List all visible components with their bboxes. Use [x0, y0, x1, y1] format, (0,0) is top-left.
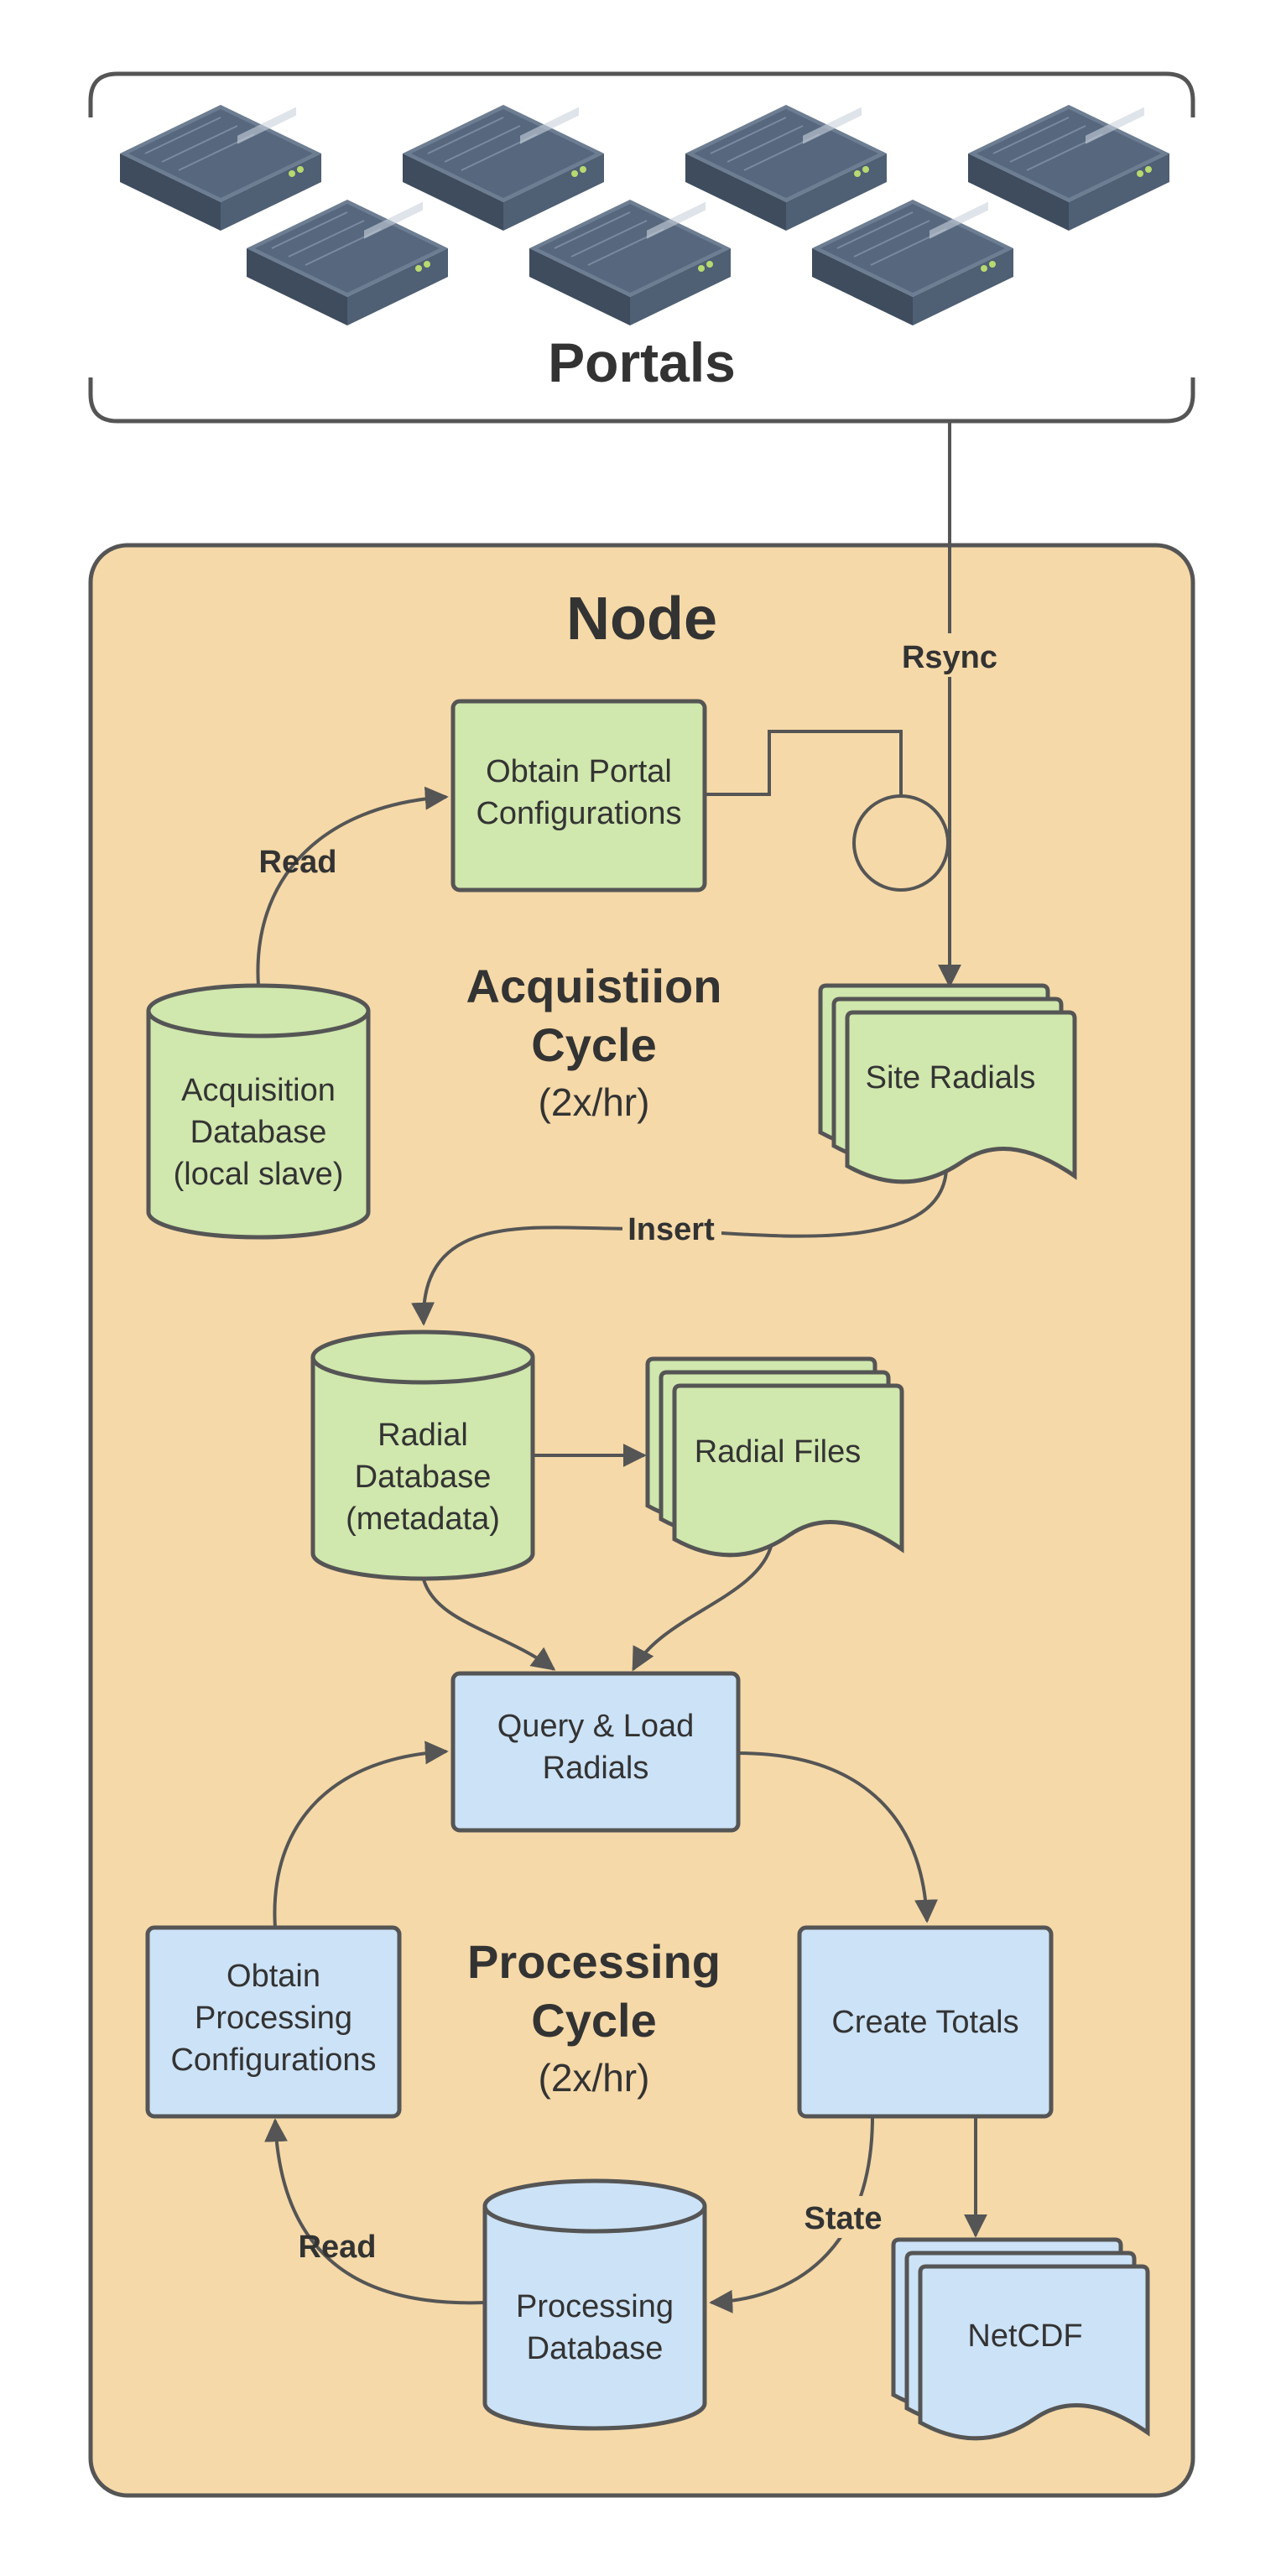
obtain-proc-config-box — [145, 1925, 402, 2119]
obtain-portal-line-1: Obtain Portal — [486, 754, 672, 789]
radial-db-line-1: Radial — [378, 1418, 468, 1453]
acq-cycle-rate: (2x/hr) — [539, 1080, 650, 1124]
obtain-portal-line-2: Configurations — [476, 796, 681, 831]
edges — [256, 421, 987, 2313]
netcdf-docs — [891, 2237, 1150, 2441]
acq-db-line-1: Acquisition — [181, 1073, 336, 1108]
server-icon — [402, 104, 605, 232]
processing-database — [482, 2178, 707, 2431]
rsync-label: Rsync — [902, 640, 997, 675]
radial-db-line-2: Database — [355, 1460, 492, 1495]
radial-database — [310, 1330, 535, 1581]
create-totals-box — [797, 1925, 1054, 2119]
node-title: Node — [566, 585, 717, 653]
read-proc-label: Read — [299, 2230, 377, 2265]
create-totals-label: Create Totals — [831, 2005, 1018, 2040]
proc-cycle-title-2: Cycle — [531, 1994, 656, 2047]
insert-label: Insert — [627, 1212, 715, 1247]
query-load-line-2: Radials — [543, 1751, 649, 1786]
portals-title: Portals — [548, 331, 736, 393]
acq-cycle-title-2: Cycle — [531, 1018, 656, 1071]
portal-config-connector — [705, 730, 903, 797]
proc-cycle-title-1: Processing — [467, 1935, 721, 1988]
state-arrow — [709, 2115, 874, 2313]
server-icon — [685, 104, 888, 232]
state-label: State — [805, 2201, 883, 2236]
query-load-box — [450, 1671, 741, 1833]
acq-db-line-3: (local slave) — [174, 1157, 344, 1192]
acq-db-line-2: Database — [190, 1115, 327, 1150]
obtain-proc-line-2: Processing — [195, 2001, 352, 2036]
query-to-totals-arrow — [737, 1751, 939, 1923]
site-radials-docs — [818, 983, 1077, 1184]
netcdf-label: NetCDF — [967, 2318, 1082, 2354]
files-to-query-arrow — [632, 1543, 773, 1672]
query-load-line-1: Query & Load — [497, 1709, 694, 1744]
connector-circle — [852, 794, 950, 892]
acq-cycle-title-1: Acquistiion — [466, 960, 722, 1012]
processing-cycle: Query & Load Radials Obtain Processing C… — [145, 1671, 1150, 2441]
db-to-query-arrow — [422, 1579, 556, 1671]
read-acq-label: Read — [259, 845, 337, 880]
portals-group: Portals — [88, 71, 1195, 424]
acquisition-cycle: Obtain Portal Configurations Acquisition… — [146, 699, 1077, 1240]
server-icon — [529, 199, 732, 326]
obtain-portal-config-box — [450, 699, 707, 892]
obtain-proc-line-1: Obtain — [227, 1959, 320, 1994]
proc-db-line-2: Database — [527, 2331, 664, 2366]
acquisition-database — [146, 983, 371, 1240]
radial-files-label: Radial Files — [695, 1434, 862, 1470]
site-radials-label: Site Radials — [866, 1060, 1036, 1095]
server-icon — [119, 104, 322, 232]
obtain-proc-line-3: Configurations — [170, 2043, 376, 2078]
server-icon — [967, 104, 1170, 232]
read-proc-arrow — [264, 2118, 486, 2305]
edge-labels: Rsync Read Insert Read State — [259, 633, 1010, 2265]
read-acq-arrow — [256, 786, 449, 986]
proc-db-line-1: Processing — [516, 2289, 674, 2324]
server-icon — [811, 199, 1014, 326]
proc-config-to-query-arrow — [273, 1741, 449, 1928]
radial-db-line-3: (metadata) — [346, 1501, 500, 1537]
radial-files-docs — [645, 1356, 904, 1558]
radial-store: Radial Database (metadata) Radial Files — [310, 1330, 904, 1581]
proc-cycle-rate: (2x/hr) — [539, 2056, 650, 2100]
server-icon — [246, 199, 449, 326]
